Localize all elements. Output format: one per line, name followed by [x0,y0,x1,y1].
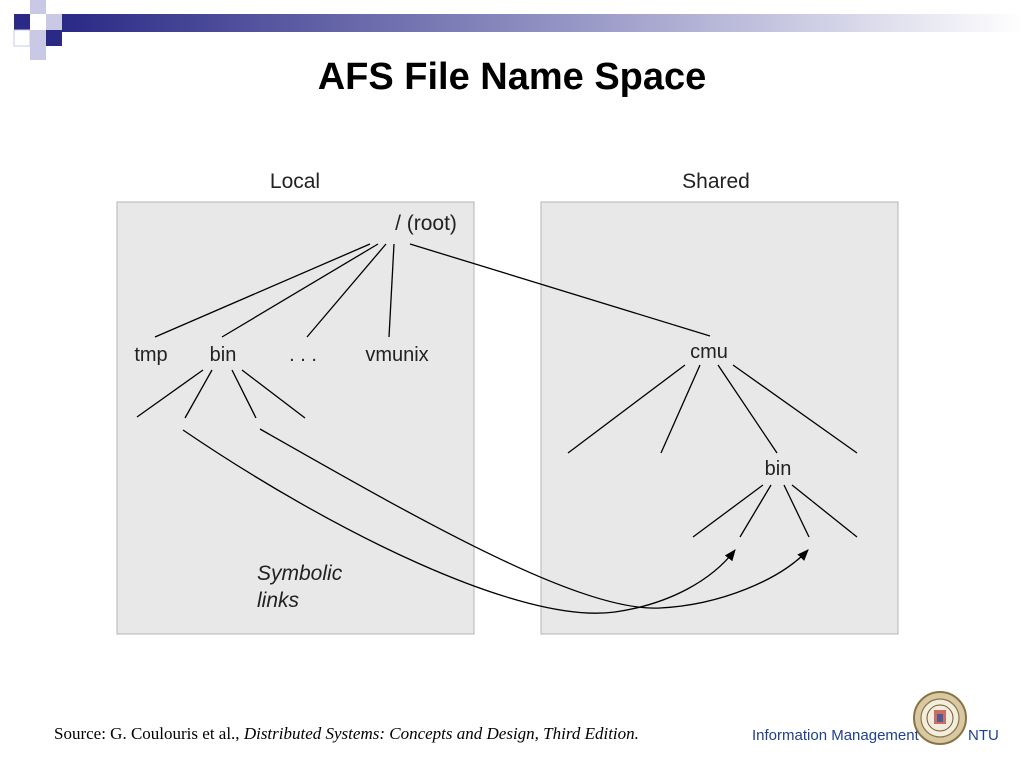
bin-node-label: bin [210,344,237,366]
symbolic-link-curves [182,428,809,614]
symbolic-link-curve-1 [182,429,736,614]
shared-bin-node-label: bin [765,458,792,480]
edge-root-cmu [409,243,711,337]
deco-square [13,29,31,47]
shared-panel [540,201,899,635]
deco-square [30,0,46,14]
cmu-node-label: cmu [690,341,728,363]
edge-root-ellipsis [306,243,387,338]
deco-square [30,30,46,46]
edge-cmu-child2 [660,364,701,454]
vmunix-node-label: vmunix [365,344,428,366]
slide-title: AFS File Name Space [317,56,707,98]
tmp-node-label: tmp [134,344,167,366]
footer-org-label: Information Management [752,727,919,744]
shared-label: Shared [682,170,750,193]
symbolic-link-curve-2 [259,428,809,609]
edge-localbin-child1 [136,369,204,418]
edge-cmu-child1 [567,364,686,454]
edge-root-bin [221,243,379,338]
deco-square [30,46,46,60]
source-prefix: Source: G. Coulouris et al., [54,724,244,743]
symbolic-links-label-line1: Symbolic [257,562,343,585]
edge-localbin-child4 [241,369,306,419]
edge-cmu-bin [717,364,778,454]
edge-cmu-child4 [732,364,858,454]
university-seal-icon [913,691,967,745]
deco-square [14,14,30,30]
source-book-title: Distributed Systems: Concepts and Design… [243,724,639,743]
header-decoration [13,0,1024,60]
edge-sharedbin-child1 [692,484,764,538]
edge-root-tmp [154,243,371,338]
edge-sharedbin-child3 [783,484,810,538]
local-label: Local [270,170,320,193]
edge-localbin-child3 [231,369,257,419]
edge-root-vmunix [388,243,395,338]
tree-edges [136,243,858,538]
edge-sharedbin-child4 [791,484,858,538]
root-node-label: / (root) [395,212,457,235]
source-citation: Source: G. Coulouris et al., Distributed… [54,724,639,744]
footer-ntu-label: NTU [968,727,999,744]
edge-sharedbin-child2 [739,484,772,538]
deco-square [46,30,62,46]
edge-localbin-child2 [184,369,213,419]
header-gradient-bar [62,14,1024,32]
ellipsis-node-label: . . . [289,344,317,366]
deco-square [46,14,62,32]
symbolic-links-label-line2: links [257,589,300,612]
